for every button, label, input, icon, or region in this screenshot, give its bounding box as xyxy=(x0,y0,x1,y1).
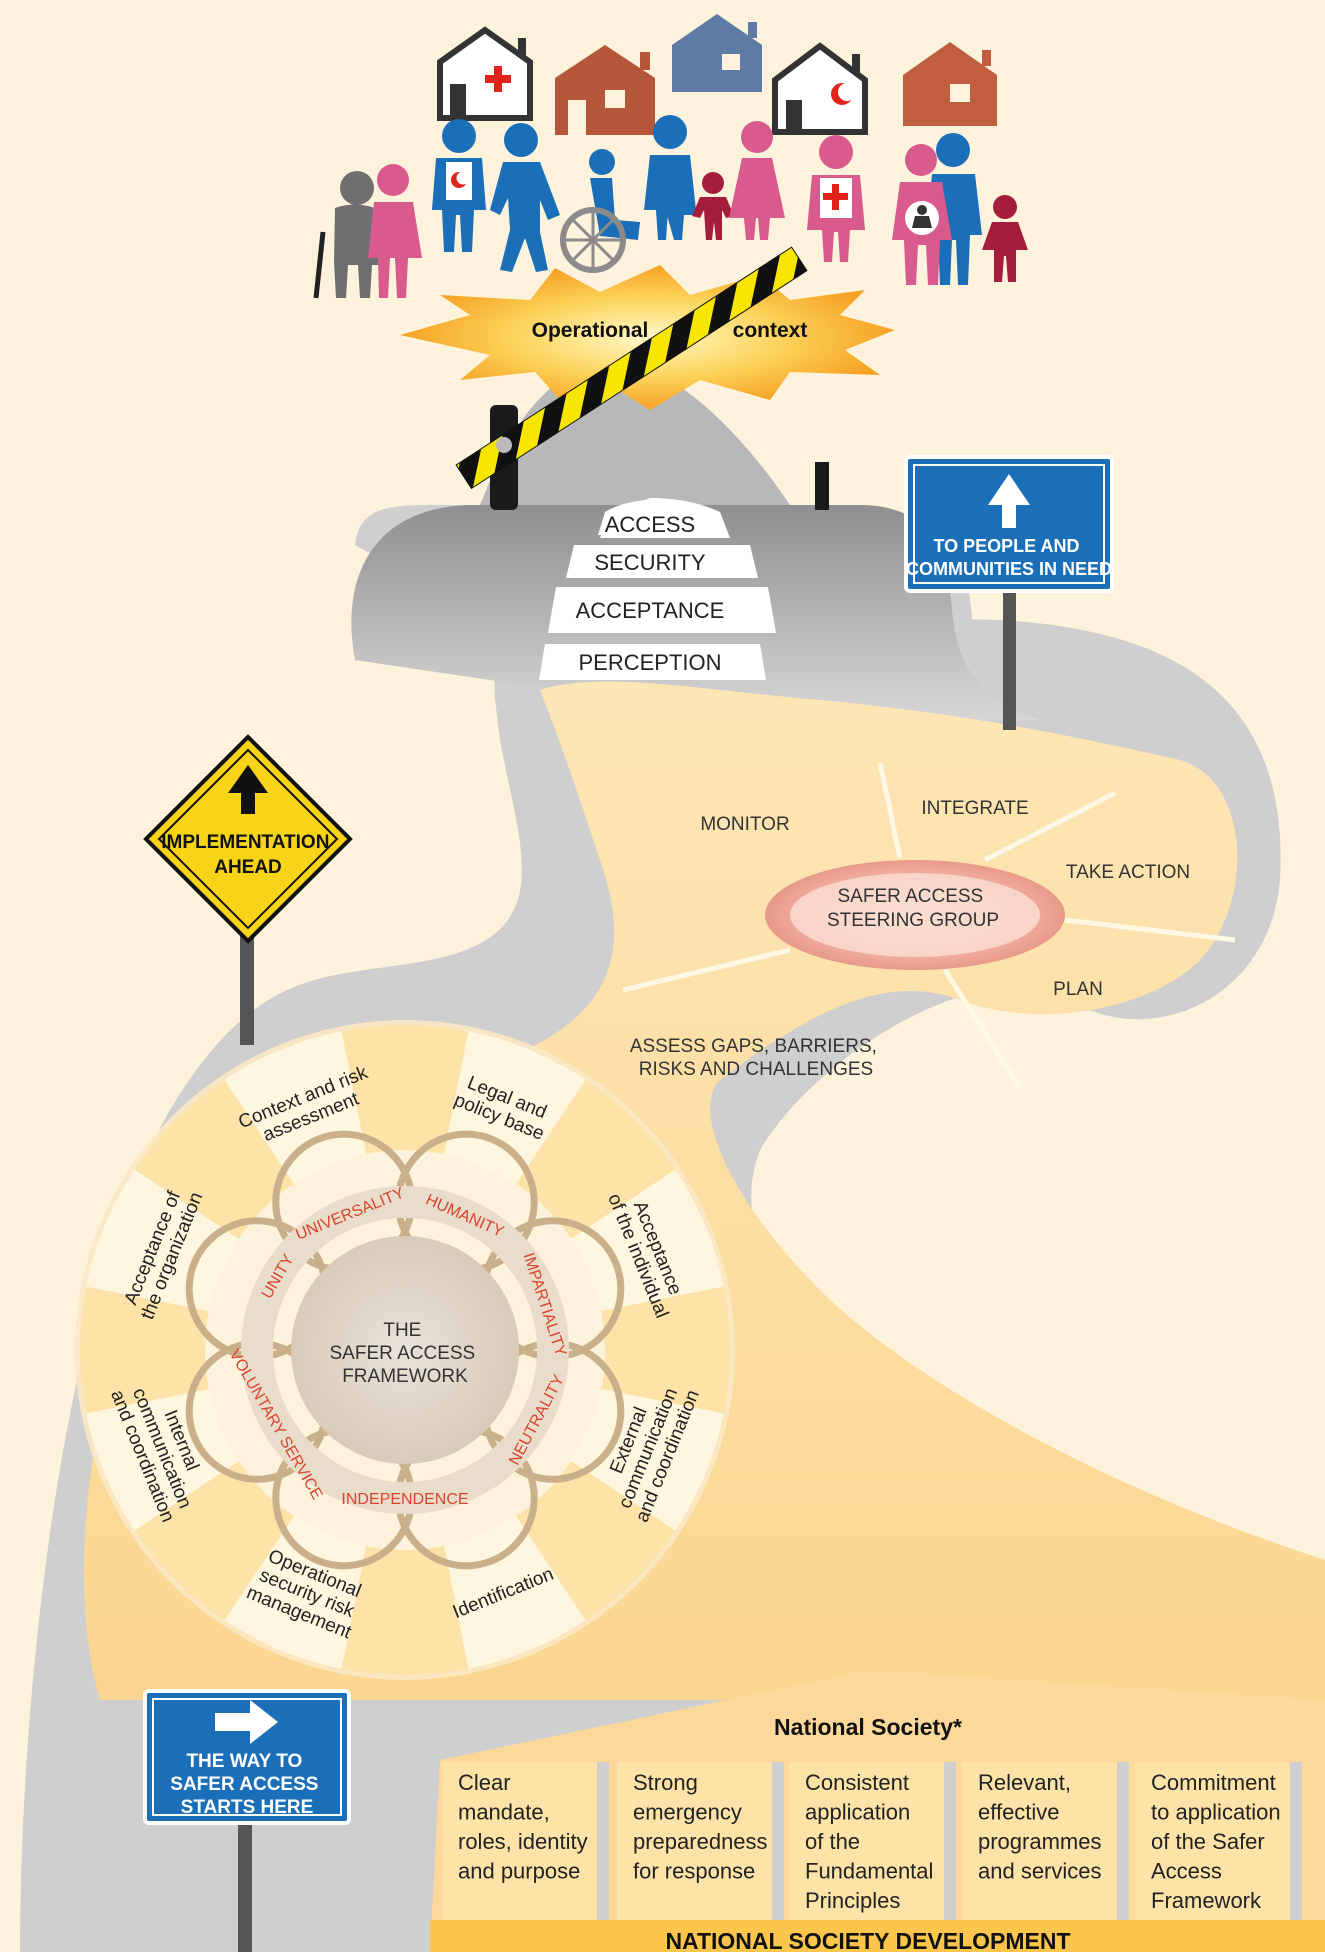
wheelchair-user xyxy=(560,149,640,273)
arrow-right-icon xyxy=(215,1700,278,1744)
arrow-up-icon-implementation xyxy=(228,765,268,814)
sign-implementation-text: IMPLEMENTATION AHEAD xyxy=(161,832,334,878)
layer-perception: PERCEPTION xyxy=(578,650,721,675)
pillar xyxy=(1135,1762,1290,1920)
framework-center-title: THE SAFER ACCESS FRAMEWORK xyxy=(330,1320,481,1387)
foundation-label: NATIONAL SOCIETY DEVELOPMENT xyxy=(665,1928,1070,1952)
person-child-red xyxy=(692,172,734,240)
person-child-right xyxy=(982,195,1028,282)
barrier xyxy=(455,246,829,510)
house-orange xyxy=(903,42,997,126)
layer-access: ACCESS xyxy=(605,512,695,537)
pillar xyxy=(442,1762,597,1920)
sign-implementation-board xyxy=(143,734,353,944)
burst-right-label: context xyxy=(733,319,808,342)
person-woman-pink xyxy=(729,121,785,240)
operational-context-burst: Operational context xyxy=(400,265,895,410)
person-man-blue xyxy=(644,115,696,240)
person-elderly-pink xyxy=(368,164,422,298)
person-red-crescent-worker xyxy=(432,119,486,252)
cycle-monitor: MONITOR xyxy=(700,814,789,835)
person-caregiver xyxy=(490,123,560,272)
pillar xyxy=(962,1762,1117,1920)
national-society-title: National Society* xyxy=(774,1714,962,1740)
sign-start-board xyxy=(143,1689,351,1825)
person-pregnant-woman xyxy=(892,144,952,285)
cycle-assess: ASSESS GAPS, BARRIERS, RISKS AND CHALLEN… xyxy=(630,1036,882,1080)
barrier-post-right xyxy=(815,462,829,510)
person-red-cross-worker xyxy=(807,135,865,262)
arrow-up-icon xyxy=(988,474,1030,528)
house-brown xyxy=(555,45,655,135)
sign-start-text: THE WAY TO SAFER ACCESS STARTS HERE xyxy=(170,1751,323,1818)
cycle-integrate: INTEGRATE xyxy=(921,798,1028,819)
barrier-arm xyxy=(455,246,808,490)
layer-acceptance: ACCEPTANCE xyxy=(576,598,725,623)
pillar xyxy=(789,1762,944,1920)
cycle-take-action: TAKE ACTION xyxy=(1066,862,1190,883)
sign-implementation: IMPLEMENTATION AHEAD xyxy=(143,734,353,1045)
house-red-cross xyxy=(437,26,533,121)
principle-label: INDEPENDENCE xyxy=(341,1491,468,1508)
pillar xyxy=(617,1762,772,1920)
cycle: SAFER ACCESS STEERING GROUP MONITOR INTE… xyxy=(630,798,1190,1080)
community xyxy=(313,14,1028,299)
layer-security: SECURITY xyxy=(594,550,706,575)
house-blue xyxy=(672,14,762,92)
cycle-plan: PLAN xyxy=(1053,979,1103,1000)
gate-stack: ACCESS SECURITY ACCEPTANCE PERCEPTION xyxy=(539,498,776,680)
sign-start: THE WAY TO SAFER ACCESS STARTS HERE xyxy=(143,1689,351,1952)
house-red-crescent xyxy=(772,42,868,135)
sign-people: TO PEOPLE AND COMMUNITIES IN NEED xyxy=(904,455,1114,730)
sign-people-text: TO PEOPLE AND COMMUNITIES IN NEED xyxy=(906,536,1112,579)
foundation-band xyxy=(430,1920,1325,1952)
burst-left-label: Operational xyxy=(532,319,649,342)
steering-group-label: SAFER ACCESS STEERING GROUP xyxy=(827,886,999,931)
